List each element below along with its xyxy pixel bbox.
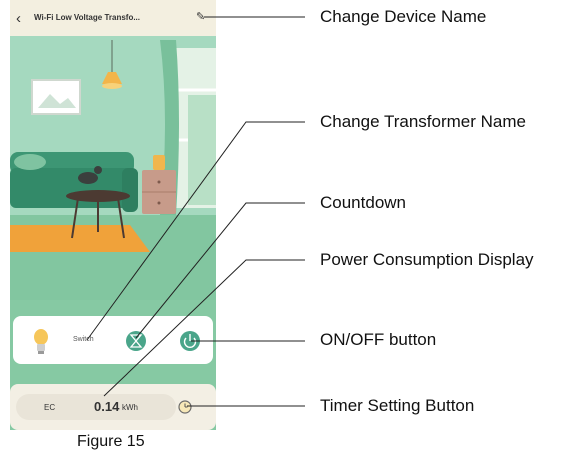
ec-unit: kWh <box>122 403 138 412</box>
device-control-card: Switch <box>13 316 213 364</box>
callout-on-off-button: ON/OFF button <box>320 330 437 349</box>
phone-screen: ‹ Wi-Fi Low Voltage Transfo... ✎ <box>10 0 216 430</box>
callout-power-consumption: Power Consumption Display <box>320 250 534 269</box>
ec-label: EC <box>44 403 56 412</box>
hourglass-icon[interactable] <box>126 331 146 351</box>
room-illustration <box>10 0 216 430</box>
consumption-card: EC 0.14 kWh <box>10 384 216 430</box>
callout-change-transformer-name: Change Transformer Name <box>320 112 526 131</box>
edit-pencil-icon[interactable]: ✎ <box>196 11 206 23</box>
clock-icon[interactable] <box>175 397 195 417</box>
app-top-bar: ‹ Wi-Fi Low Voltage Transfo... ✎ <box>10 0 216 36</box>
power-icon[interactable] <box>180 331 200 351</box>
callout-countdown: Countdown <box>320 193 407 212</box>
ec-value: 0.14 <box>94 399 120 414</box>
device-title: Wi-Fi Low Voltage Transfo... <box>34 13 141 22</box>
callout-change-device-name: Change Device Name <box>320 7 487 26</box>
bulb-icon <box>34 329 48 354</box>
switch-label: Switch <box>73 336 94 343</box>
back-chevron-icon[interactable]: ‹ <box>16 10 21 27</box>
consumption-pill <box>16 394 176 420</box>
figure-caption: Figure 15 <box>77 433 145 450</box>
callout-timer-setting: Timer Setting Button <box>320 396 475 415</box>
